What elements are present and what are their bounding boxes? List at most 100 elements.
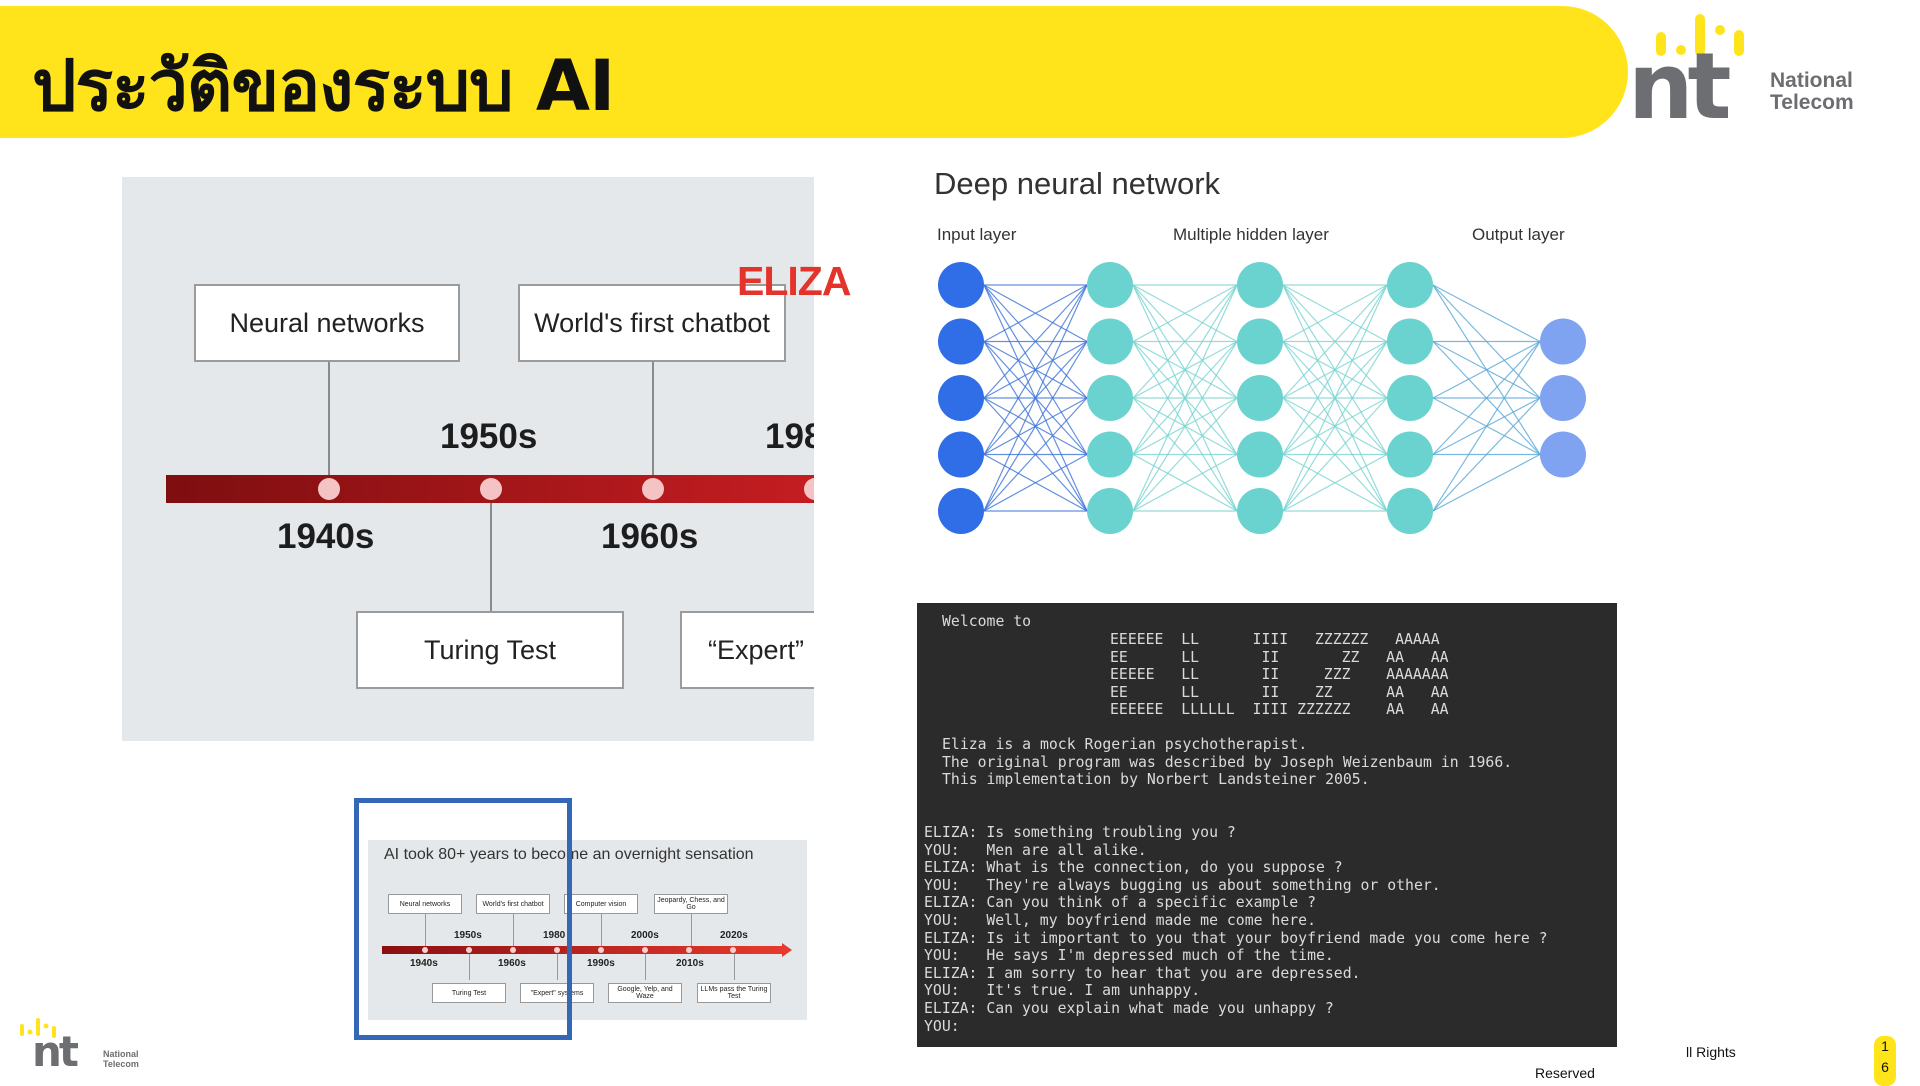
- dnn-node-output: [1540, 318, 1586, 365]
- title-banner: ประวัติของระบบ AI: [0, 6, 1628, 138]
- thumb-era: 2010s: [676, 958, 704, 969]
- brand-name-line2: Telecom: [1770, 91, 1854, 114]
- dnn-edge: [1282, 397, 1388, 512]
- thumb-box: LLMs pass the Turing Test: [697, 983, 771, 1003]
- dnn-edge: [1432, 341, 1541, 455]
- thumb-box: Computer vision: [564, 894, 638, 914]
- dnn-edge: [1132, 397, 1238, 512]
- thumb-era: 1990s: [587, 958, 615, 969]
- terminal-intro-line: The original program was described by Jo…: [942, 753, 1513, 771]
- dnn-node-hidden: [1087, 318, 1133, 365]
- thumb-dot: [422, 947, 428, 953]
- brand-name-line1: National: [1770, 69, 1853, 92]
- terminal-dialog-line: ELIZA: Can you explain what made you unh…: [924, 999, 1334, 1017]
- dnn-node-hidden: [1087, 375, 1133, 421]
- nt-logo-small-signal-icon: [20, 1018, 56, 1038]
- terminal-art-line: EEEEEE LLLLLL IIII ZZZZZZ AA AA: [1110, 701, 1449, 719]
- timeline-era-1950s: 1950s: [440, 417, 538, 456]
- thumb-box: "Expert" systems: [520, 983, 594, 1003]
- terminal-art-line: EE LL II ZZ AA AA: [1110, 648, 1449, 666]
- timeline-dot: [804, 478, 814, 500]
- dnn-edge: [1432, 397, 1541, 512]
- thumb-era: 1960s: [498, 958, 526, 969]
- dnn-edge: [1132, 284, 1238, 399]
- timeline-dot: [642, 478, 664, 500]
- dnn-edge: [1282, 284, 1388, 399]
- thumb-era: 1980: [543, 930, 566, 941]
- dnn-edge: [1282, 284, 1388, 512]
- dnn-edge: [1432, 453, 1541, 512]
- terminal-art-line: EE LL II ZZ AA AA: [1110, 683, 1449, 701]
- dnn-node-input: [938, 488, 984, 534]
- dnn-node-input: [938, 318, 984, 365]
- terminal-dialog-line: YOU: They're always bugging us about som…: [924, 876, 1441, 894]
- dnn-title: Deep neural network: [934, 166, 1221, 201]
- dnn-edge: [1132, 284, 1238, 512]
- dnn-node-input: [938, 431, 984, 478]
- dnn-edge: [1132, 453, 1238, 512]
- thumb-dot: [554, 947, 560, 953]
- page-number: 1 6: [1874, 1036, 1896, 1086]
- terminal-dialog-line: ELIZA: Is it important to you that your …: [924, 929, 1548, 947]
- eliza-annotation: ELIZA: [737, 258, 851, 304]
- timeline-box-first-chatbot: World's first chatbot: [518, 284, 786, 362]
- dnn-edge: [983, 397, 1088, 512]
- thumb-dot: [466, 947, 472, 953]
- dnn-node-hidden: [1087, 488, 1133, 534]
- timeline-era-1940s: 1940s: [277, 517, 375, 556]
- dnn-edge: [983, 453, 1088, 512]
- timeline-connector: [652, 362, 654, 487]
- thumb-dot: [730, 947, 736, 953]
- dnn-node-output: [1540, 375, 1586, 421]
- terminal-dialog-line: ELIZA: What is the connection, do you su…: [924, 859, 1343, 877]
- terminal-dialog-line: ELIZA: Can you think of a specific examp…: [924, 894, 1316, 912]
- svg-text:nt: nt: [1628, 48, 1729, 128]
- highlight-frame: [354, 798, 572, 1040]
- terminal-dialog-line: YOU: Well, my boyfriend made me come her…: [924, 911, 1316, 929]
- dnn-node-hidden: [1087, 262, 1133, 308]
- dnn-node-hidden: [1387, 262, 1433, 308]
- thumb-connector: [645, 954, 646, 980]
- thumb-connector: [734, 954, 735, 980]
- footer-rights: ll Rights: [1686, 1044, 1736, 1060]
- timeline-box-expert: “Expert”: [680, 611, 814, 689]
- page-title: ประวัติของระบบ AI: [32, 45, 615, 127]
- timeline-connector: [328, 362, 330, 487]
- dnn-edge: [1282, 341, 1388, 512]
- terminal-dialog-line: YOU: Men are all alike.: [924, 841, 1147, 859]
- footer-reserved: Reserved: [1535, 1065, 1595, 1081]
- dnn-edge: [1282, 453, 1388, 512]
- dnn-edge: [983, 284, 1088, 512]
- thumb-box: Jeopardy, Chess, and Go: [654, 894, 728, 914]
- timeline-era-198x: 198: [765, 417, 814, 456]
- dnn-edge: [1432, 284, 1541, 343]
- neural-network-diagram: [938, 262, 1586, 534]
- dnn-node-hidden: [1087, 431, 1133, 478]
- nt-logo-signal-icon: [1656, 14, 1744, 56]
- terminal-intro-line: Eliza is a mock Rogerian psychotherapist…: [942, 736, 1308, 753]
- terminal-welcome: Welcome to: [942, 613, 1032, 630]
- thumb-connector: [425, 914, 426, 948]
- terminal-dialog-line: ELIZA: Is something troubling you ?: [924, 824, 1236, 841]
- thumb-box: World's first chatbot: [476, 894, 550, 914]
- nt-logo-wordmark: National Telecom: [1770, 70, 1854, 114]
- dnn-node-hidden: [1237, 431, 1283, 478]
- thumb-era: 1940s: [410, 958, 438, 969]
- thumb-timeline-arrow: [782, 943, 792, 957]
- thumb-dot: [642, 947, 648, 953]
- dnn-input-layer-label: Input layer: [937, 225, 1017, 244]
- thumb-dot: [510, 947, 516, 953]
- terminal-intro-line: This implementation by Norbert Landstein…: [942, 771, 1370, 789]
- nt-logo-small-wordmark: National Telecom: [103, 1049, 139, 1069]
- dnn-node-hidden: [1387, 375, 1433, 421]
- terminal-dialog-line: YOU: He says I'm depressed much of the t…: [924, 947, 1334, 965]
- dnn-node-hidden: [1387, 318, 1433, 365]
- thumb-connector: [513, 914, 514, 948]
- dnn-edge: [1132, 284, 1238, 455]
- page-number-top: 1: [1881, 1038, 1889, 1054]
- dnn-edge: [983, 284, 1088, 455]
- dnn-node-output: [1540, 431, 1586, 478]
- dnn-edge: [1432, 340, 1541, 399]
